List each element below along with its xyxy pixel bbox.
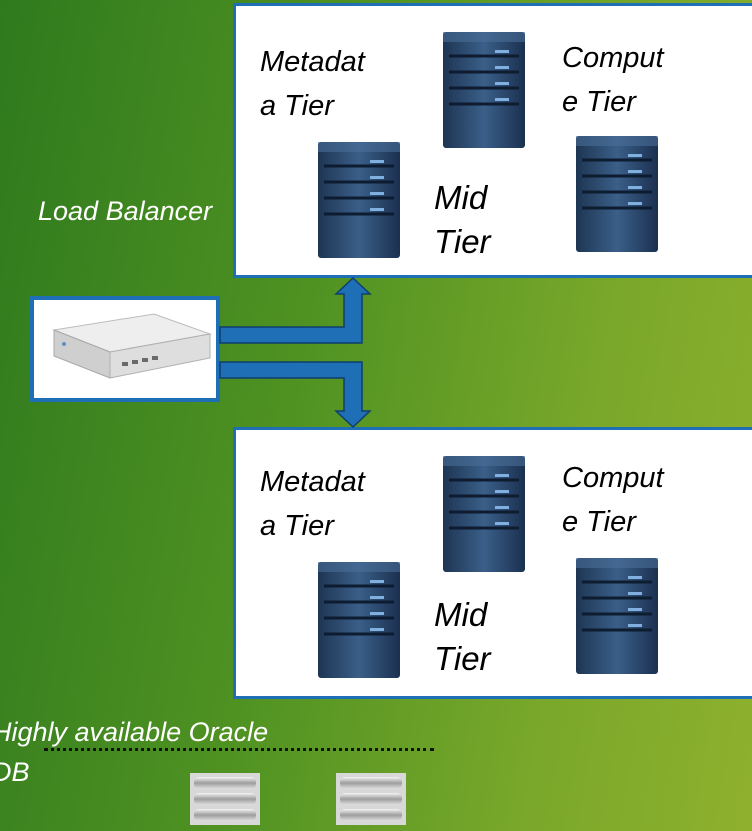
database-label-line1: Highly available Oracle [0,717,269,747]
compute-tier-line2: e Tier [562,506,636,538]
arrow-to-top-cluster [219,276,372,344]
rack-appliance-icon [52,313,212,379]
compute-tier-line1: Comput [562,42,664,74]
metadata-tier-label: Metadat a Tier [260,460,365,548]
metadata-tier-label: Metadat a Tier [260,40,365,128]
compute-tier-label: Comput e Tier [562,36,664,124]
mid-tier-line2: Tier [434,640,491,677]
cluster-box-top: Metadat a Tier Comput e Tier Mid Tier [233,3,752,278]
arrow-to-bottom-cluster [219,361,372,429]
database-disk-icon [190,773,260,825]
metadata-tier-line2: a Tier [260,90,334,122]
compute-tier-line1: Comput [562,462,664,494]
compute-tier-label: Comput e Tier [562,456,664,544]
database-label: Highly available Oracle DB [0,712,332,792]
metadata-tier-line2: a Tier [260,510,334,542]
mid-tier-line2: Tier [434,223,491,260]
database-label-line2: DB [0,757,30,787]
mid-tier-line1: Mid [434,596,488,633]
metadata-tier-line1: Metadat [260,46,365,78]
compute-tier-line2: e Tier [562,86,636,118]
database-disk-icon [336,773,406,825]
mid-tier-label: Mid Tier [434,593,491,681]
mid-tier-line1: Mid [434,179,488,216]
load-balancer-device [30,296,220,402]
mid-tier-label: Mid Tier [434,176,491,264]
metadata-tier-line1: Metadat [260,466,365,498]
cluster-box-bottom: Metadat a Tier Comput e Tier Mid Tier [233,427,752,699]
load-balancer-label: Load Balancer [38,196,213,226]
database-dotted-rule [44,748,434,751]
